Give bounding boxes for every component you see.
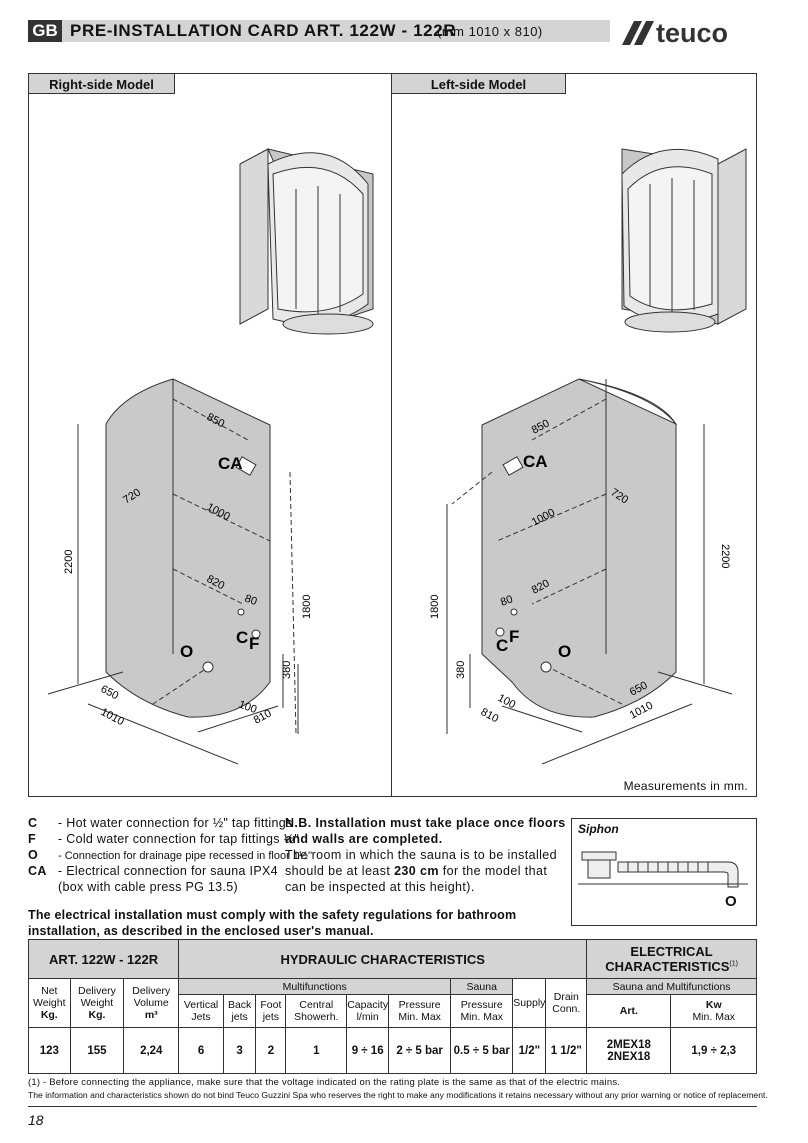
teuco-logo: teuco [622, 18, 728, 48]
legend-f: F- Cold water connection for tap fitting… [28, 832, 300, 846]
installation-note: N.B. Installation must take place once f… [285, 816, 566, 894]
left-model-diagram: CA C F O 850 720 1000 2200 820 80 1800 3… [429, 148, 747, 765]
dim-380: 380 [455, 661, 467, 679]
dim-1800: 1800 [301, 595, 313, 619]
dim-2200: 2200 [63, 550, 75, 574]
label-c: C [496, 636, 508, 655]
v-vertical-jets: 6 [178, 1027, 224, 1074]
dim-380: 380 [281, 661, 293, 679]
label-ca: CA [218, 454, 243, 473]
h-pressure-sauna: Pressure Min. Max [450, 994, 514, 1028]
multifunctions-header: Multifunctions [178, 978, 452, 995]
v-supply: 1/2" [512, 1027, 547, 1074]
brand-text: teuco [656, 18, 728, 48]
v-pressure-sauna: 0.5 ÷ 5 bar [450, 1027, 514, 1074]
header-bar [62, 20, 610, 42]
dim-1010: 1010 [99, 706, 126, 728]
page-number: 18 [28, 1112, 44, 1128]
v-kw: 1,9 ÷ 2,3 [670, 1027, 757, 1074]
right-model-diagram: CA C F O 850 720 1000 2200 820 80 1800 3… [47, 148, 374, 765]
label-f: F [249, 634, 259, 653]
siphon-label: Siphon [578, 822, 619, 836]
v-drain: 1 1/2" [545, 1027, 588, 1074]
measurements-note: Measurements in mm. [623, 779, 748, 793]
v-delivery-weight: 155 [69, 1027, 125, 1074]
page-title: PRE-INSTALLATION CARD ART. 122W - 122R [70, 21, 457, 40]
hydraulic-header: HYDRAULIC CHARACTERISTICS [178, 939, 588, 979]
v-capacity: 9 ÷ 16 [346, 1027, 390, 1074]
h-art: Art. [586, 994, 672, 1028]
label-o: O [180, 642, 193, 661]
v-delivery-volume: 2,24 [123, 1027, 180, 1074]
dim-100: 100 [237, 699, 258, 717]
footnote-voltage: (1) - Before connecting the appliance, m… [28, 1077, 621, 1088]
legend-o: O- Connection for drainage pipe recessed… [28, 848, 312, 862]
siphon-o-label: O [725, 893, 737, 910]
legend-ca: CA- Electrical connection for sauna IPX4 [28, 864, 278, 878]
v-foot-jets: 2 [255, 1027, 287, 1074]
h-pressure-multi: Pressure Min. Max [388, 994, 452, 1028]
language-badge: GB [28, 20, 62, 42]
footer-rule [28, 1106, 757, 1107]
cabin-3d-illustration [239, 148, 374, 335]
siphon-drawing [578, 851, 748, 888]
v-pressure-multi: 2 ÷ 5 bar [388, 1027, 452, 1074]
title-dimensions: (mm 1010 x 810) [437, 24, 543, 39]
dim-2200: 2200 [719, 544, 731, 568]
electrical-header: ELECTRICAL CHARACTERISTICS(1) [586, 939, 757, 979]
h-back-jets: Back jets [222, 994, 257, 1028]
dim-810: 810 [479, 706, 501, 725]
dim-80: 80 [499, 593, 515, 608]
electrical-warning: The electrical installation must comply … [28, 908, 517, 938]
label-ca: CA [523, 452, 548, 471]
supply-header: Supply [512, 978, 547, 1028]
room-plan-left: CA C F O 850 720 1000 2200 820 80 1800 3… [429, 378, 733, 765]
h-vertical-jets: Vertical Jets [178, 994, 224, 1028]
right-model-title: Right-side Model [28, 73, 175, 94]
sauna-header: Sauna [450, 978, 514, 995]
legend-ca-detail: (box with cable press PG 13.5) [58, 880, 238, 894]
legend-c: C- Hot water connection for ½" tap fitti… [28, 816, 293, 830]
v-net-weight: 123 [28, 1027, 71, 1074]
footnote-disclaimer: The information and characteristics show… [28, 1090, 768, 1100]
v-central-shower: 1 [285, 1027, 348, 1074]
left-model-title: Left-side Model [391, 73, 566, 94]
v-back-jets: 3 [222, 1027, 257, 1074]
sauna-multi-header: Sauna and Multifunctions [586, 978, 757, 995]
characteristics-table: ART. 122W - 122R HYDRAULIC CHARACTERISTI… [27, 939, 757, 1074]
h-central-shower: Central Showerh. [285, 994, 348, 1028]
label-c: C [236, 628, 248, 647]
dim-100: 100 [496, 692, 518, 711]
panel-divider [391, 73, 392, 797]
cabin-3d-illustration [621, 148, 747, 333]
drain-header: Drain Conn. [545, 978, 588, 1028]
room-plan-right: CA C F O 850 720 1000 2200 820 80 1800 3… [47, 378, 313, 765]
h-foot-jets: Foot jets [255, 994, 287, 1028]
dim-1800: 1800 [429, 595, 441, 619]
dim-80: 80 [243, 593, 259, 608]
label-o: O [558, 642, 571, 661]
art-header: ART. 122W - 122R [27, 939, 180, 979]
dim-650: 650 [99, 683, 121, 702]
siphon-box [571, 818, 757, 926]
label-f: F [509, 627, 519, 646]
